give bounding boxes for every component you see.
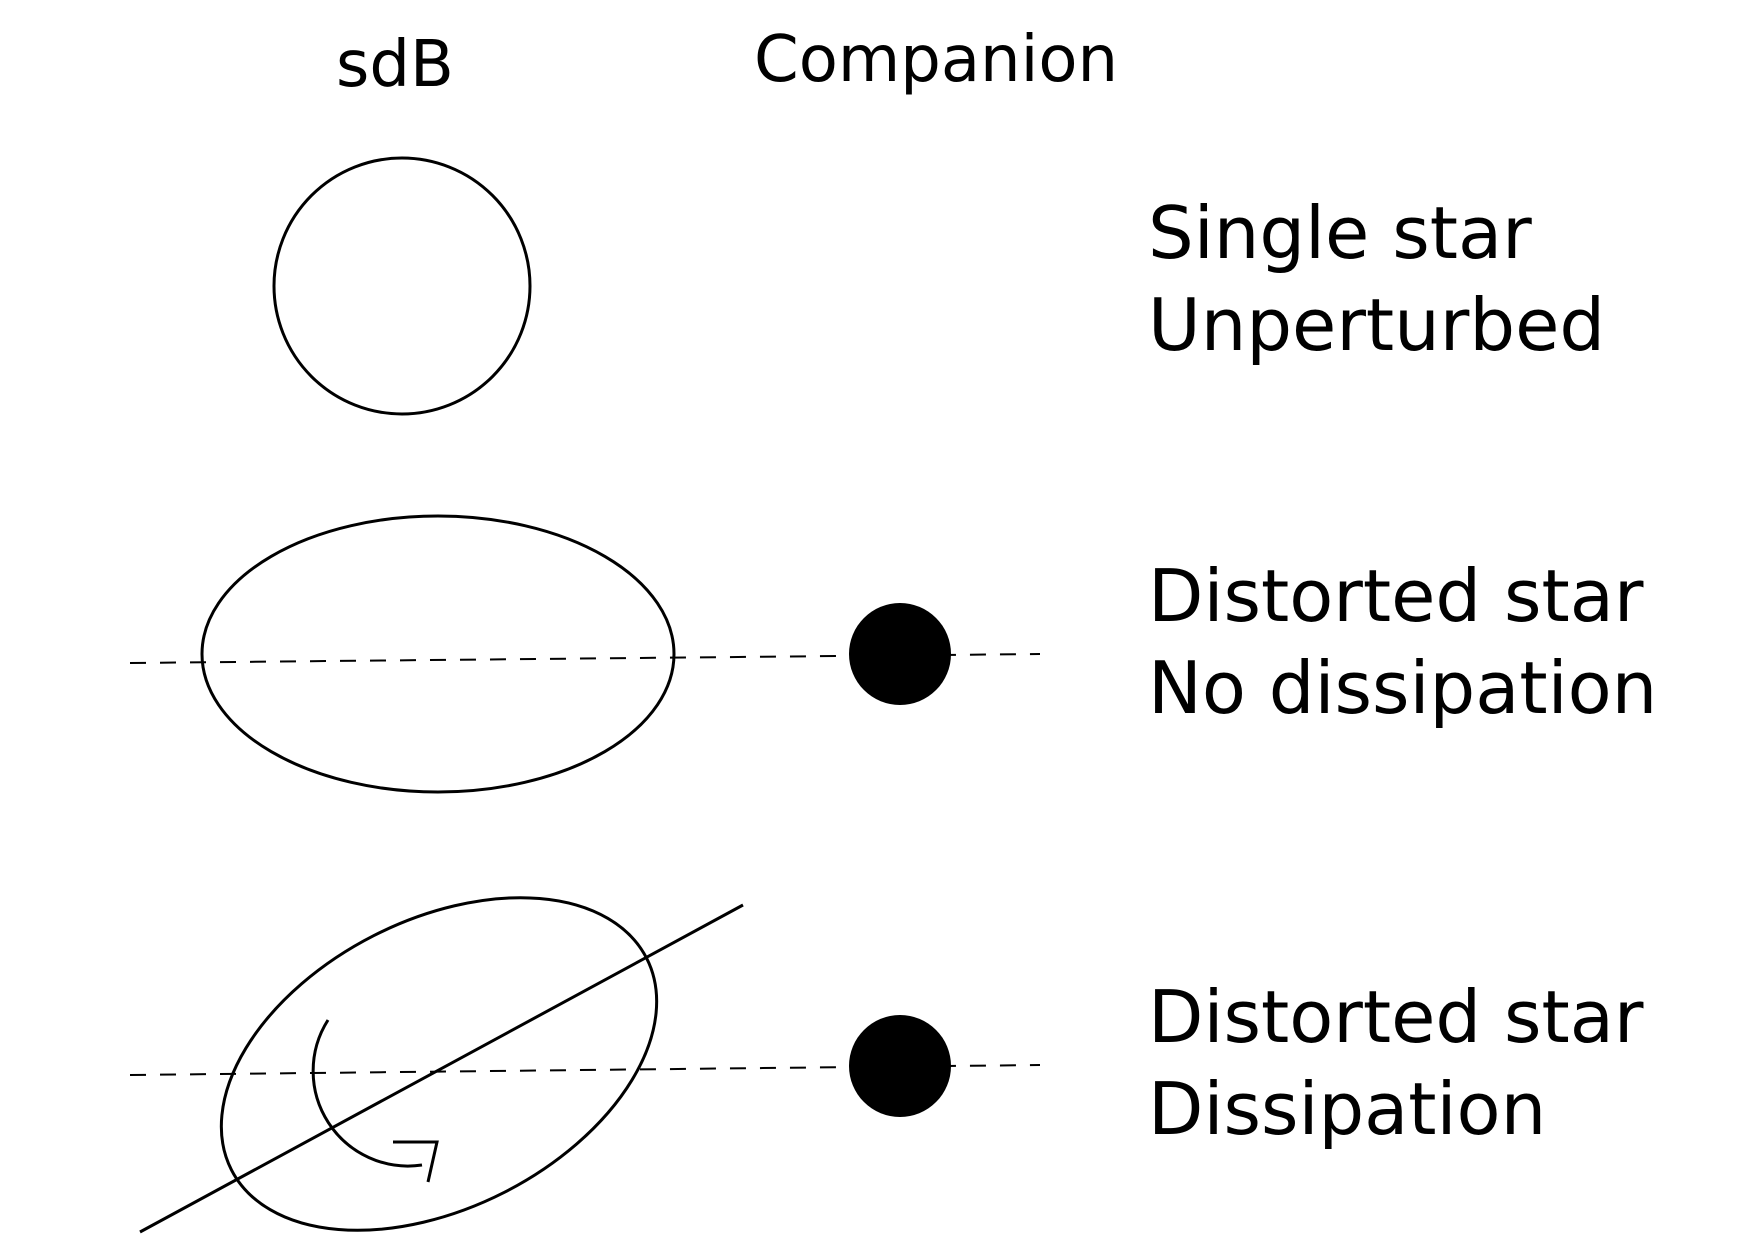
row1-line1: Single star — [1148, 191, 1532, 275]
sdb-star-unperturbed — [272, 156, 532, 416]
column-header-companion: Companion — [754, 23, 1119, 97]
companion-star-row3 — [849, 1015, 951, 1117]
row3-line2: Dissipation — [1148, 1067, 1547, 1151]
row3-line1: Distorted star — [1148, 975, 1644, 1059]
sdb-star-distorted-tilted — [219, 896, 659, 1232]
companion-star-row2 — [849, 603, 951, 705]
row2-line2: No dissipation — [1148, 646, 1658, 730]
rotation-arrowhead — [393, 1140, 439, 1183]
rotation-arrow — [311, 1019, 423, 1168]
sdb-star-distorted — [200, 514, 676, 794]
tidal-bulge-axis — [139, 903, 744, 1234]
row2-line1: Distorted star — [1148, 554, 1644, 638]
row1-line2: Unperturbed — [1148, 283, 1606, 367]
column-header-sdb: sdB — [336, 28, 454, 102]
